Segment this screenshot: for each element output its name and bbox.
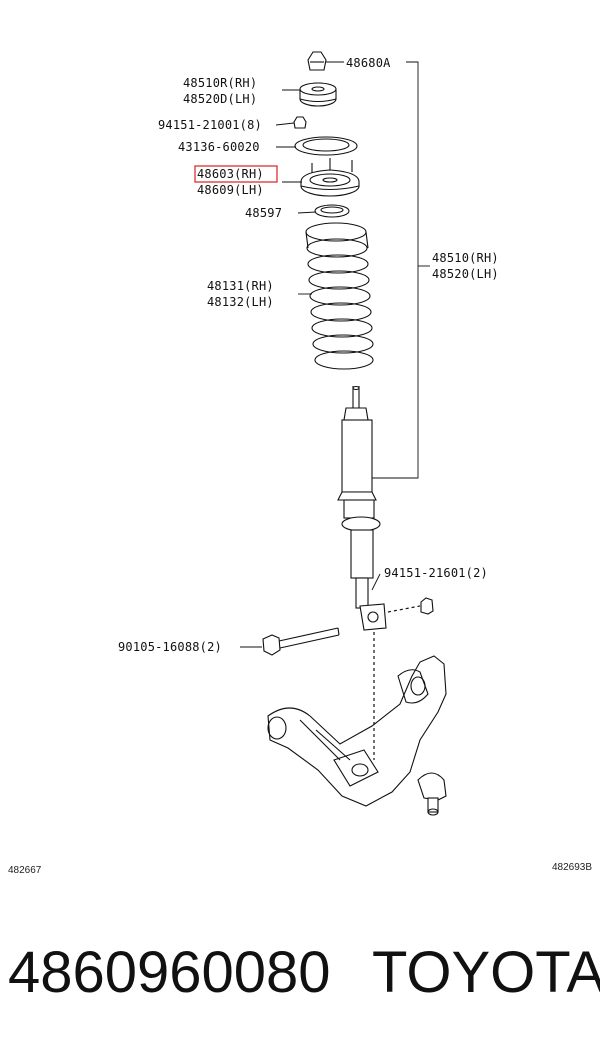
callout-48609: 48609(LH) — [197, 183, 264, 197]
nut-94151-21601-shape — [420, 597, 434, 615]
part-number-caption: 4860960080 — [8, 940, 331, 1005]
callout-48510: 48510(RH) — [432, 251, 499, 265]
leader-lines — [240, 61, 430, 648]
center-line-nut — [387, 605, 421, 613]
corner-code-right: 482693B — [552, 862, 592, 873]
bearing-48597-shape — [314, 204, 350, 218]
support-subassy-shape — [300, 158, 360, 197]
nut-48680a-shape — [307, 51, 327, 71]
lower-control-arm-shape — [267, 655, 447, 816]
callout-94151-21001: 94151-21001(8) — [158, 118, 262, 132]
callout-43136-60020: 43136-60020 — [178, 140, 260, 154]
callout-48603: 48603(RH) — [197, 167, 264, 181]
nut-94151-21001-shape — [293, 116, 307, 129]
callout-94151-21601: 94151-21601(2) — [384, 566, 488, 580]
callout-48520d: 48520D(LH) — [183, 92, 257, 106]
callout-48510r: 48510R(RH) — [183, 76, 257, 90]
coil-spring-shape — [305, 222, 374, 370]
callout-48680a: 48680A — [346, 56, 391, 70]
highlight-frame — [194, 165, 278, 183]
shock-absorber-shape — [337, 385, 387, 631]
plate-43136-shape — [294, 136, 358, 156]
callout-48597: 48597 — [245, 206, 282, 220]
upper-cushion-shape — [299, 82, 337, 107]
bolt-90105-shape — [262, 627, 340, 656]
callout-48520: 48520(LH) — [432, 267, 499, 281]
callout-90105-16088: 90105-16088(2) — [118, 640, 222, 654]
callout-labels: 48680A 48510R(RH) 48520D(LH) 94151-21001… — [8, 56, 592, 876]
callout-48132: 48132(LH) — [207, 295, 274, 309]
brand-caption: TOYOTA — [372, 940, 600, 1005]
corner-code-left: 482667 — [8, 865, 42, 876]
callout-48131: 48131(RH) — [207, 279, 274, 293]
